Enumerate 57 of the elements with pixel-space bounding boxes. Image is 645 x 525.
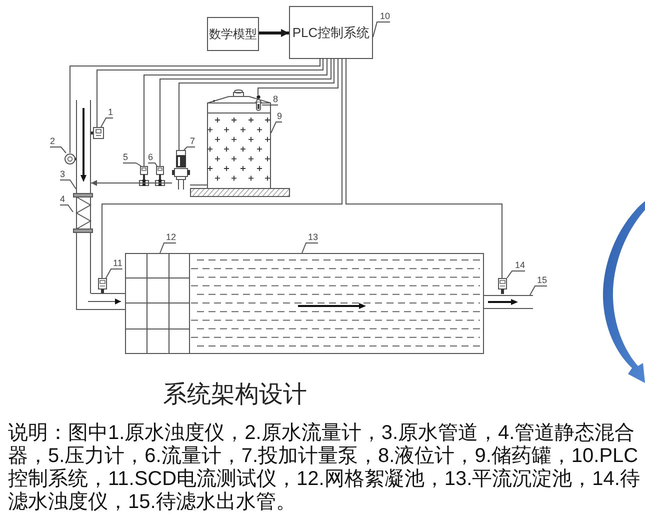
leader-line <box>530 286 548 296</box>
leader-line <box>506 270 526 278</box>
arrow <box>259 29 289 37</box>
signal-line <box>346 58 502 278</box>
grid-tank <box>125 253 190 354</box>
leader-line <box>160 242 177 254</box>
callout-number: 12 <box>166 233 176 242</box>
callout-number: 11 <box>113 259 122 268</box>
leader-line <box>100 118 114 128</box>
pipe-line <box>90 180 172 186</box>
callout-number: 4 <box>60 195 66 204</box>
process-box: 数学模型 <box>207 17 259 51</box>
callout-number: 14 <box>515 261 526 270</box>
signal-line <box>70 58 320 154</box>
callout-number: 8 <box>273 95 278 104</box>
callout-number: 3 <box>60 170 66 179</box>
gauge-icon <box>64 153 76 165</box>
process-box: PLC控制系统 <box>289 6 373 59</box>
pipe <box>76 100 91 310</box>
pipe <box>88 293 126 310</box>
signal-line <box>178 58 334 150</box>
mixer <box>73 193 93 233</box>
outlet-pipe <box>483 295 533 309</box>
pump-icon <box>172 150 190 190</box>
leader-line <box>184 146 196 150</box>
meter-icon <box>497 278 508 294</box>
meter-icon <box>97 278 108 293</box>
leader-line <box>262 104 279 106</box>
signal-line <box>102 58 342 278</box>
callout-number: 9 <box>277 112 282 121</box>
callout-number: 10 <box>380 12 390 21</box>
leader-line <box>302 242 319 254</box>
leader-line <box>270 122 283 134</box>
level-gauge-icon <box>255 95 262 111</box>
gauge-icon <box>155 166 165 186</box>
leader-line <box>372 22 391 38</box>
leader-line <box>50 146 66 154</box>
signal-line <box>258 58 338 96</box>
callout-number: 13 <box>308 233 318 242</box>
storage-tank <box>207 88 271 189</box>
callout-number: 1 <box>108 108 114 117</box>
title: 系统架构设计 <box>163 382 307 408</box>
leader-line <box>106 268 123 278</box>
settling-tank <box>190 253 484 354</box>
callout-number: 6 <box>148 153 154 162</box>
leader-line <box>60 180 76 190</box>
caption: 说明：图中1.原水浊度仪，2.原水流量计，3.原水管道，4.管道静态混合器，5.压力计，6.流量计，7.投加计量泵，8.液位计，9.储药罐，10.PLC控制系统，11.SCD电流测试仪，12.网格絮凝池，13.平流沉淀池，14.待滤水浊度仪，15.待滤水出水管。 <box>8 422 641 514</box>
leader-line <box>122 162 142 166</box>
callout-number: 15 <box>537 276 548 285</box>
meter-icon <box>90 127 104 139</box>
callout-number: 7 <box>190 137 196 146</box>
callout-number: 5 <box>123 153 128 162</box>
leader-line <box>60 204 74 212</box>
gauge-icon <box>139 166 149 186</box>
pipe-line <box>190 184 208 186</box>
leader-line <box>148 162 158 166</box>
callout-number: 2 <box>50 137 56 146</box>
